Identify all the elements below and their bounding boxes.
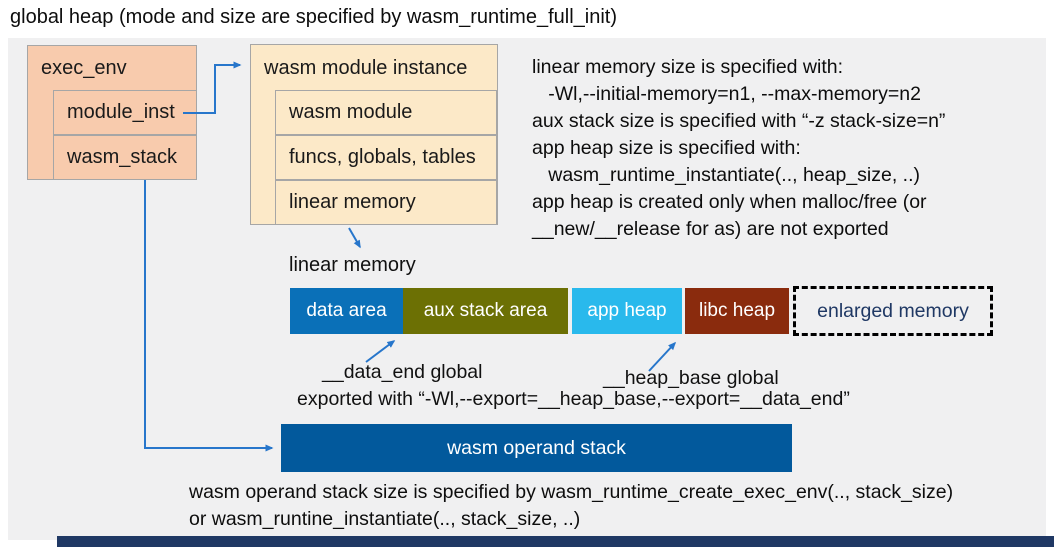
- note-line: wasm_runtime_instantiate(.., heap_size, …: [532, 164, 921, 186]
- memory-segment-data-area: data area: [290, 288, 403, 334]
- module-instance-label: wasm module instance: [264, 56, 468, 79]
- note-line: __new/__release for as) are not exported: [532, 218, 889, 240]
- exec-env-header: exec_env: [28, 46, 196, 91]
- exec-env-label: exec_env: [41, 57, 127, 79]
- exec-env-box: exec_env module_inst wasm_stack: [27, 45, 197, 180]
- funcs-globals-tables-label: funcs, globals, tables: [289, 145, 476, 168]
- module-instance-box: wasm module instance wasm module funcs, …: [250, 44, 498, 225]
- note-line: app heap size is specified with:: [532, 137, 801, 159]
- enlarged-memory-box: enlarged memory: [793, 286, 993, 336]
- module-inst-label: module_inst: [67, 100, 175, 123]
- note-line: linear memory size is specified with:: [532, 56, 844, 78]
- linear-memory-label: linear memory: [289, 254, 416, 276]
- wasm-module-box: wasm module: [275, 89, 497, 135]
- note-line: aux stack size is specified with “-z sta…: [532, 110, 946, 132]
- note-line: or wasm_runtine_instantiate(.., stack_si…: [189, 508, 581, 530]
- wasm-stack-box: wasm_stack: [53, 134, 197, 180]
- operand-stack-bar: wasm operand stack: [281, 424, 792, 472]
- module-inst-box: module_inst: [53, 89, 197, 135]
- notes-right: linear memory size is specified with: -W…: [532, 54, 1044, 243]
- memory-segment-app-heap: app heap: [572, 288, 682, 334]
- page-title: global heap (mode and size are specified…: [10, 6, 617, 28]
- linear-memory-row-box: linear memory: [275, 179, 497, 225]
- memory-segment-aux-stack-area: aux stack area: [403, 288, 568, 334]
- memory-segment-libc-heap: libc heap: [685, 288, 789, 334]
- annotation-heap-base-global: __heap_base global: [603, 367, 779, 389]
- note-line: -Wl,--initial-memory=n1, --max-memory=n2: [532, 83, 921, 105]
- operand-stack-notes: wasm operand stack size is specified by …: [189, 479, 953, 533]
- wasm-stack-label: wasm_stack: [67, 145, 178, 168]
- note-line: wasm operand stack size is specified by …: [189, 481, 954, 503]
- note-line: app heap is created only when malloc/fre…: [532, 191, 927, 213]
- bottom-strip: [57, 536, 1054, 547]
- wasm-module-label: wasm module: [289, 100, 413, 123]
- annotation-data-end-global: __data_end global: [322, 361, 483, 383]
- linear-memory-row-label: linear memory: [289, 190, 416, 213]
- module-instance-header: wasm module instance: [251, 45, 497, 91]
- funcs-globals-tables-box: funcs, globals, tables: [275, 134, 497, 180]
- annotation-export-line: exported with “-Wl,--export=__heap_base,…: [297, 388, 850, 410]
